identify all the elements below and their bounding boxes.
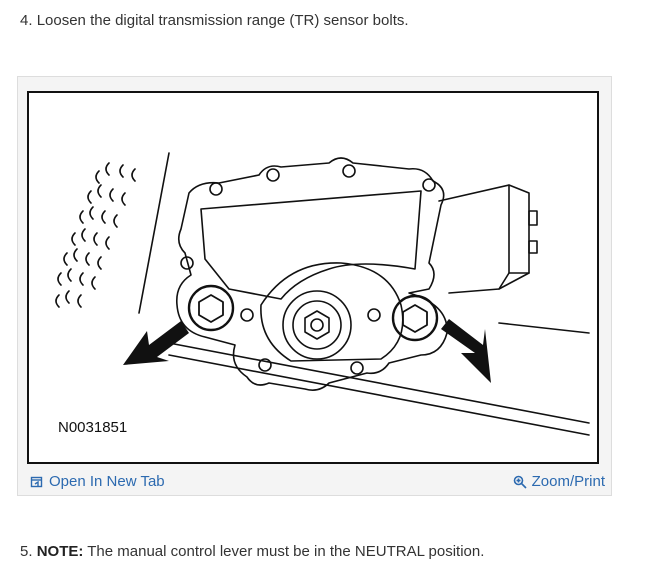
step-4-instruction: 4. Loosen the digital transmission range… bbox=[20, 12, 409, 30]
step-text: Loosen the digital transmission range (T… bbox=[36, 12, 409, 29]
arrow-right-icon bbox=[441, 319, 491, 383]
figure-card: N0031851 Open In New Tab Zoom/Print bbox=[17, 76, 612, 496]
bolt-right-drawing bbox=[391, 294, 439, 342]
step-number: 4. bbox=[20, 12, 33, 29]
zoom-print-label: Zoom/Print bbox=[531, 473, 605, 490]
open-in-new-tab-icon bbox=[30, 476, 43, 487]
wiring-clips-drawing bbox=[55, 152, 170, 314]
bolt-left-drawing bbox=[187, 284, 235, 332]
tr-sensor-drawing bbox=[55, 152, 590, 436]
sensor-body-drawing bbox=[175, 157, 448, 391]
zoom-print-link[interactable]: Zoom/Print bbox=[513, 473, 605, 490]
open-in-new-tab-label: Open In New Tab bbox=[49, 473, 165, 490]
arrow-left-icon bbox=[123, 321, 189, 365]
open-in-new-tab-link[interactable]: Open In New Tab bbox=[30, 473, 165, 490]
step-text: The manual control lever must be in the … bbox=[87, 543, 485, 560]
figure-code: N0031851 bbox=[58, 419, 128, 436]
technical-illustration: N0031851 bbox=[27, 91, 599, 464]
magnifier-icon bbox=[513, 475, 527, 489]
connector-drawing bbox=[438, 184, 538, 294]
step-5-instruction: 5. NOTE: The manual control lever must b… bbox=[20, 543, 484, 561]
case-line-drawing bbox=[168, 342, 590, 424]
step-number: 5. bbox=[20, 543, 33, 560]
note-label: NOTE: bbox=[36, 543, 84, 560]
